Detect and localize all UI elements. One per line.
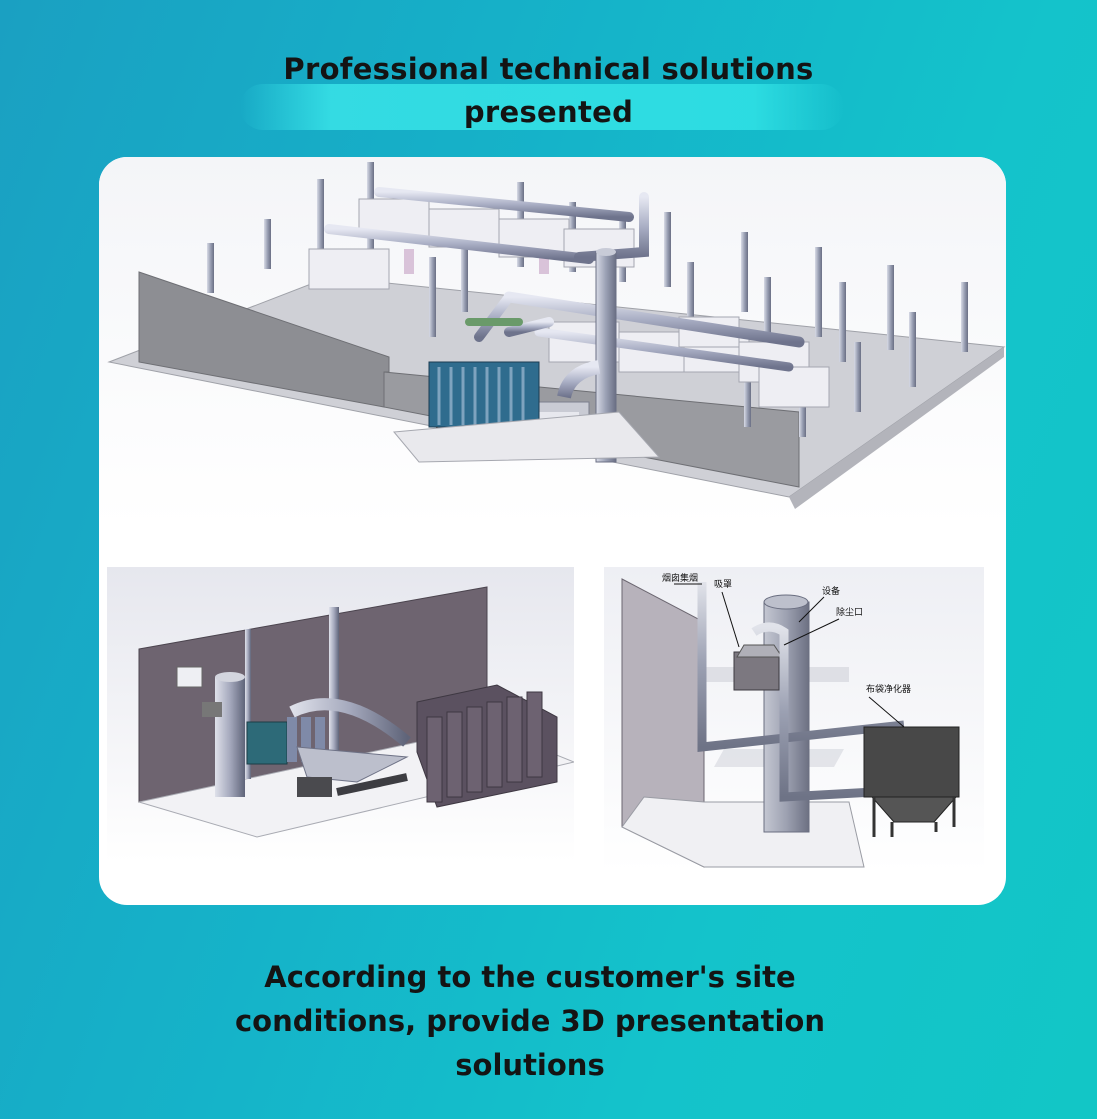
page-title: Professional technical solutions present…: [200, 48, 897, 134]
title-line-1: Professional technical solutions: [283, 52, 814, 86]
footer-line-1: According to the customer's site: [264, 960, 796, 994]
label-equipment: 设备: [822, 585, 840, 597]
label-bag-filter: 布袋净化器: [866, 683, 911, 695]
label-chimney: 烟囱集烟: [662, 572, 698, 584]
footer-caption: According to the customer's site conditi…: [230, 955, 830, 1087]
footer-line-3: solutions: [455, 1048, 605, 1082]
dust-collector-drawing: [107, 567, 574, 862]
title-highlight-pill: [240, 84, 844, 130]
label-hood: 吸罩: [714, 579, 732, 590]
bag-filter-drawing: 烟囱集烟 吸罩 设备 除尘口 布袋净化器: [604, 567, 984, 872]
label-dust-outlet: 除尘口: [836, 606, 863, 618]
factory-layout-drawing: [99, 157, 1006, 527]
footer-line-2: conditions, provide 3D presentation: [234, 1004, 825, 1038]
drawings-card: 烟囱集烟 吸罩 设备 除尘口 布袋净化器: [99, 157, 1006, 905]
title-line-2: presented: [463, 95, 634, 129]
